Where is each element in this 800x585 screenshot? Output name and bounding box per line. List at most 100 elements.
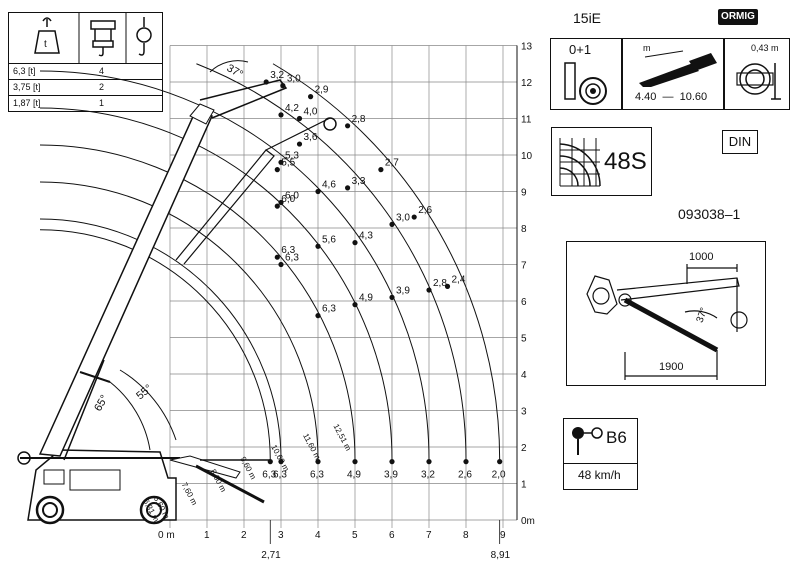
point-label: 3,0: [287, 74, 301, 85]
ground-load-label: 6,3: [310, 470, 324, 481]
y-tick-label: 10: [521, 151, 533, 162]
x-tick-label: 2: [241, 530, 247, 541]
point-label: 2,9: [315, 85, 329, 96]
radius-arc: [272, 63, 501, 462]
load-value: 1,87 [t]: [13, 98, 41, 108]
y-tick-label: 5: [521, 334, 527, 345]
load-point: [444, 283, 451, 289]
load-row: 6,3 [t] 4: [9, 63, 162, 80]
load-point: [280, 83, 286, 89]
load-point: [278, 112, 284, 118]
x-tick-label: 6: [389, 530, 395, 541]
load-point: [274, 254, 280, 260]
point-label: 4,9: [359, 293, 373, 304]
point-label: 6,3: [285, 253, 299, 264]
ground-load-label: 6,3: [262, 470, 276, 481]
x-tick-label: 8: [463, 530, 469, 541]
load-value: 3,75 [t]: [13, 82, 41, 92]
boom-range: 4.40 — 10.60: [635, 91, 708, 103]
load-point: [308, 94, 314, 100]
control-label: 0+1: [569, 42, 592, 57]
speed-class: B6: [606, 428, 627, 447]
load-point: [352, 459, 358, 465]
y-tick-label: 3: [521, 407, 527, 418]
speed-box: B6 48 km/h: [563, 418, 638, 490]
ground-load-label: 4,9: [347, 470, 361, 481]
y-tick-label: 2: [521, 443, 527, 454]
point-label: 5,3: [285, 150, 299, 161]
load-point: [263, 79, 269, 85]
jib-angle: 37°: [695, 306, 711, 324]
hook-block-icon: [136, 17, 152, 56]
svg-text:t: t: [44, 39, 47, 50]
boom-angle-label: 55°: [134, 382, 154, 402]
ground-load-label: 2,6: [458, 470, 472, 481]
radius-arc: [39, 107, 393, 462]
x-tick-label: 4: [315, 530, 321, 541]
point-label: 6,3: [322, 304, 336, 315]
ground-load-label: 3,2: [421, 470, 435, 481]
load-point: [389, 294, 395, 300]
falls-value: 4: [99, 66, 105, 76]
x-tick-label: 9: [500, 530, 506, 541]
rating-value: 48S: [604, 148, 647, 175]
point-label: 4,6: [322, 180, 336, 191]
y-tick-label: 4: [521, 370, 527, 381]
load-point: [389, 459, 395, 465]
model-label: 15iE: [573, 10, 602, 26]
ground-load-label: 2,0: [492, 470, 506, 481]
y-tick-label: 7: [521, 261, 527, 272]
ground-load-label: 3,9: [384, 470, 398, 481]
load-row: 3,75 [t] 2: [9, 79, 162, 96]
point-label: 4,0: [304, 107, 318, 118]
load-point: [378, 167, 384, 173]
load-row: 1,87 [t] 1: [9, 95, 162, 112]
load-point: [315, 313, 321, 319]
y-tick-label: 0m: [521, 516, 535, 527]
radius-arc: [39, 218, 282, 462]
x-tick-label: 5: [352, 530, 358, 541]
point-label: 5,5: [281, 158, 295, 169]
chart-grid: [169, 45, 518, 528]
load-table-icons: t: [34, 13, 152, 63]
rating-grid-icon: [559, 138, 601, 187]
jib-detail: 1000 1900 37°: [566, 241, 766, 386]
y-tick-label: 11: [521, 115, 532, 126]
load-point: [352, 240, 358, 246]
load-point: [345, 123, 351, 129]
jib-drawing: 1000 1900 37°: [586, 251, 748, 380]
point-label: 2,4: [452, 274, 466, 285]
load-point: [315, 243, 321, 249]
y-tick-label: 13: [521, 42, 533, 53]
chart-code: 093038–1: [678, 206, 741, 222]
x-tick-label: 0 m: [158, 530, 175, 541]
crane-drawing: [17, 60, 337, 525]
load-point: [315, 459, 321, 465]
load-point: [345, 185, 351, 191]
point-label: 6,0: [281, 194, 295, 205]
load-table: t 6,3 [t] 4 3,75 [t] 2 1,87 [t] 1: [8, 12, 163, 112]
ground-load-label: 6,3: [273, 470, 287, 481]
point-label: 3,0: [396, 212, 410, 223]
hook-falls-icon: [90, 20, 116, 57]
arc-label: 9,60 m: [238, 455, 258, 481]
outrigger-icon: [736, 63, 781, 100]
brand-logo: ORMIG: [718, 9, 758, 25]
specs-panel: 0+1 m 4.40 — 10.60 0,43 m: [550, 38, 790, 110]
arc-label: 7,60 m: [180, 481, 200, 507]
arc-label: 12,51 m: [331, 423, 353, 453]
point-label: 2,7: [385, 158, 399, 169]
radius-arc: [196, 63, 467, 462]
radius-arc: [39, 181, 319, 462]
load-point: [497, 459, 503, 465]
load-value: 6,3 [t]: [13, 66, 36, 76]
x-extra-label: 2,71: [261, 550, 281, 561]
load-point: [278, 459, 284, 465]
load-point: [278, 199, 284, 206]
point-label: 3,9: [396, 285, 410, 296]
wheel-icon: [564, 62, 607, 105]
radius-arcs: [39, 63, 501, 462]
falls-value: 2: [99, 82, 105, 92]
point-label: 3,3: [352, 176, 366, 187]
